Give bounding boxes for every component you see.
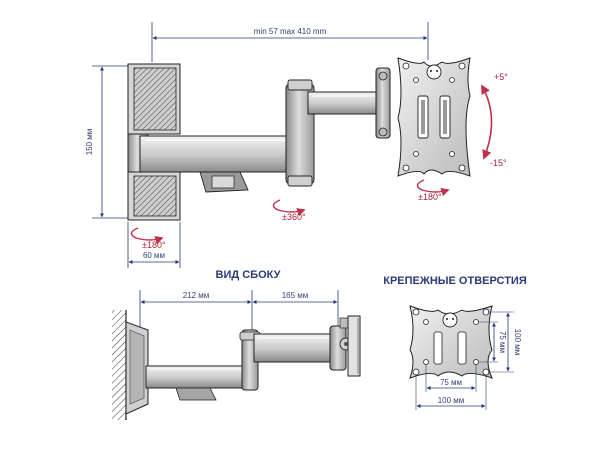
side-view: ВИД СБОКУ 212 мм 165 мм: [112, 269, 361, 420]
base-width-dimension: 60 мм: [127, 222, 181, 268]
elbow-rotation-label: ±360°: [282, 212, 306, 222]
arm2-length-label: 165 мм: [282, 291, 309, 300]
width-dimension: min 57 max 410 mm: [151, 22, 429, 62]
base-width-label: 60 мм: [143, 251, 165, 260]
holes-vertical-dimensions: 75 мм 100 мм: [478, 311, 522, 373]
second-arm: [307, 91, 385, 115]
outer-horizontal-label: 100 мм: [438, 396, 465, 405]
base-rotation-label: ±180°: [142, 240, 166, 250]
side-first-arm: [145, 365, 255, 401]
tilt-arrow: +5° -15°: [481, 72, 508, 168]
height-label: 150 мм: [85, 129, 94, 156]
holes-horizontal-dimensions: 75 мм 100 мм: [415, 364, 487, 410]
vesa-plate-holes: [409, 305, 493, 379]
side-tilt-head: [329, 315, 361, 377]
plate-rotation-label: ±180°: [418, 192, 442, 202]
side-view-title: ВИД СБОКУ: [216, 269, 281, 281]
height-dimension: 150 мм: [85, 65, 132, 219]
elbow-joint: [285, 79, 315, 187]
width-label: min 57 max 410 mm: [254, 27, 327, 36]
side-dimensions: 212 мм 165 мм: [139, 290, 339, 334]
base-rotation-arrow: ±180°: [130, 227, 166, 250]
elbow-rotation-arrow: ±360°: [272, 199, 306, 222]
side-second-arm: [253, 333, 335, 363]
inner-vertical-label: 75 мм: [498, 331, 507, 353]
tilt-head: [375, 67, 391, 139]
vesa-plate-front: [397, 57, 471, 177]
wall: [112, 310, 127, 420]
wall-plate: [127, 63, 181, 221]
first-arm: [139, 135, 311, 193]
plate-rotation-arrow: ±180°: [416, 179, 450, 202]
front-view: min 57 max 410 mm 150 мм 60 мм: [85, 22, 508, 268]
outer-vertical-label: 100 мм: [513, 329, 522, 356]
holes-view-title: КРЕПЕЖНЫЕ ОТВЕРСТИЯ: [383, 275, 527, 287]
inner-horizontal-label: 75 мм: [440, 378, 462, 387]
side-wall-bracket: [125, 321, 149, 415]
holes-view: КРЕПЕЖНЫЕ ОТВЕРСТИЯ 75 мм: [383, 275, 527, 410]
tilt-up-label: +5°: [494, 72, 508, 82]
arm1-length-label: 212 мм: [183, 291, 210, 300]
tilt-down-label: -15°: [490, 158, 507, 168]
